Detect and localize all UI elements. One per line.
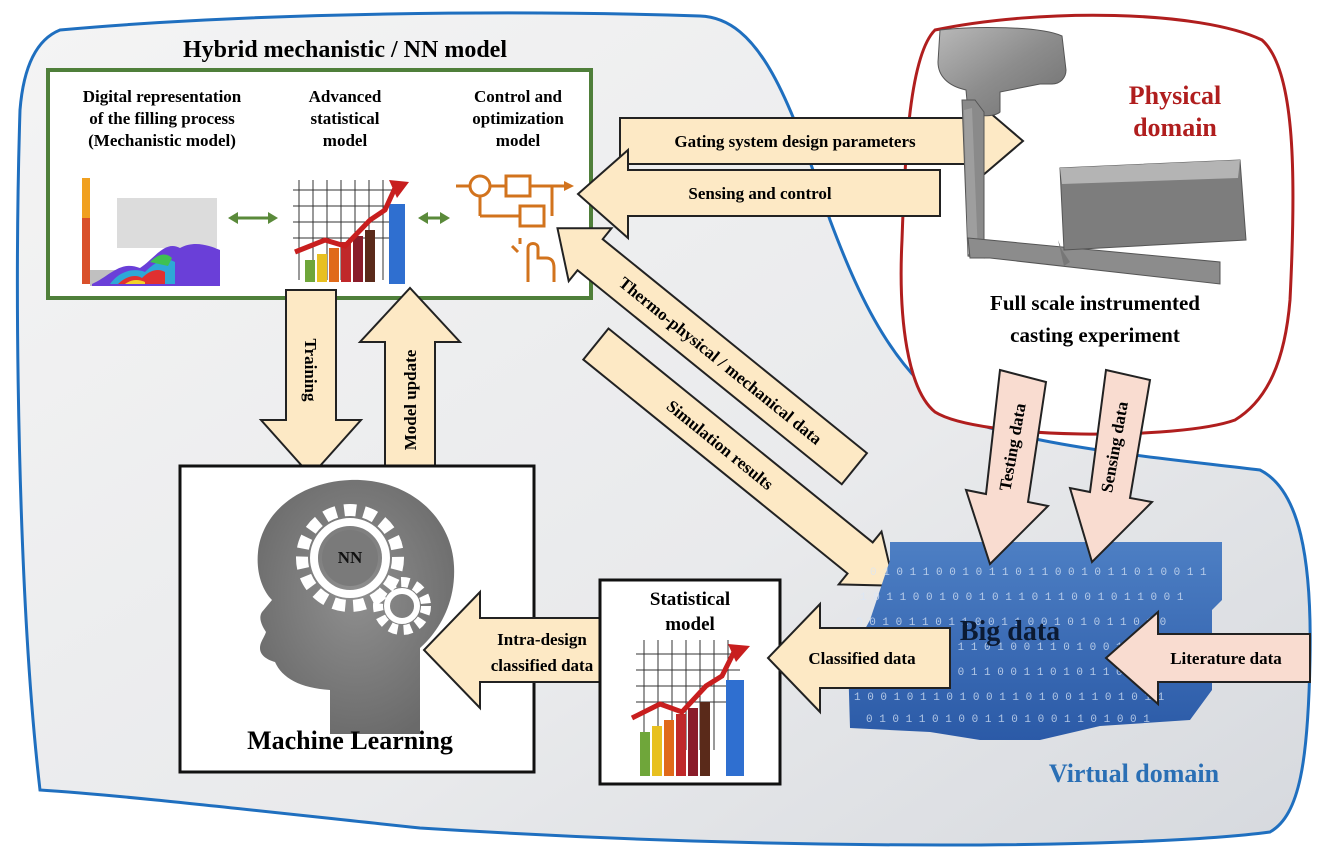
- svg-text:1 0 0 1 0 1 1 0 1 0 0 1 1 0 1: 1 0 0 1 0 1 1 0 1 0 0 1 1 0 1 0 0 1 1 0 …: [854, 692, 1165, 704]
- svg-text:Classified data: Classified data: [808, 649, 916, 668]
- physical-domain-label-line1: Physical: [1129, 81, 1221, 110]
- model-update-arrow: Model update: [357, 286, 463, 471]
- casting-part-image: [937, 27, 1247, 285]
- stat-model-label-line2: statistical: [311, 109, 380, 128]
- stat-box-chart-icon: [630, 640, 750, 776]
- control-loop-icon: [452, 160, 580, 288]
- training-arrow: Training: [258, 289, 364, 478]
- svg-text:Literature data: Literature data: [1170, 649, 1282, 668]
- head-gears-icon: [257, 479, 455, 734]
- literature-data-arrow: Literature data: [1104, 609, 1311, 707]
- virtual-domain-label: Virtual domain: [1049, 759, 1220, 788]
- hybrid-model-title: Hybrid mechanistic / NN model: [183, 37, 507, 63]
- physical-caption-line1: Full scale instrumented: [990, 291, 1200, 315]
- physical-caption-line2: casting experiment: [1010, 323, 1180, 347]
- classified-data-arrow: Classified data: [766, 601, 951, 715]
- svg-text:0 1 0 1 1 0 0 1 0 1 1 0 1 1: 0 1 0 1 1 0 0 1 0 1 1 0 1 1 0 0 1 0 1 1 …: [870, 567, 1207, 579]
- svg-text:Intra-design: Intra-design: [497, 630, 587, 649]
- sensing-control-arrow: Sensing and control: [576, 147, 941, 241]
- stat-box-label-line2: model: [665, 614, 715, 635]
- svg-text:0 0 1 0 1 1 0 1 1 0 0 1 1 0 0: 0 0 1 0 1 1 0 1 1 0 0 1 1 0 0 1 0 1 0 1 …: [856, 617, 1166, 629]
- control-model-label-line3: model: [496, 131, 541, 150]
- sensing-data-arrow: Sensing data: [1068, 368, 1155, 564]
- stat-box-label-line1: Statistical: [650, 589, 730, 610]
- link-arrow-mech-stat: [228, 212, 278, 224]
- svg-text:0 1 0 1 1 0 1 0 0 1 1 0 1 0 0: 0 1 0 1 1 0 1 0 0 1 1 0 1 0 0 1 1 0 1 0 …: [866, 714, 1150, 726]
- big-data-label: Big data: [960, 616, 1060, 647]
- testing-data-arrow: Testing data: [964, 368, 1051, 566]
- svg-text:Gating system design parameter: Gating system design parameters: [674, 132, 916, 151]
- mechanistic-label-line1: Digital representation: [83, 87, 242, 106]
- big-data-block: 0 1 0 1 1 0 0 1 0 1 1 0 1 1 0 0 1 0 1 1 …: [848, 542, 1222, 740]
- svg-text:1 0 1 1 0 0 1 0 0 1 0 1 1 0 1: 1 0 1 1 0 0 1 0 0 1 0 1 1 0 1 1 0 0 1 0 …: [860, 592, 1184, 604]
- filling-simulation-image: [80, 176, 222, 286]
- link-arrow-stat-control: [418, 212, 450, 224]
- intra-design-arrow: Intra-design classified data: [422, 589, 615, 711]
- stat-model-label-line1: Advanced: [309, 87, 382, 106]
- physical-domain-label-line2: domain: [1133, 113, 1217, 142]
- nn-label: NN: [338, 548, 363, 567]
- control-model-label-line2: optimization: [472, 109, 564, 128]
- machine-learning-label: Machine Learning: [247, 726, 453, 755]
- svg-text:Training: Training: [301, 339, 320, 402]
- mechanistic-label-line3: (Mechanistic model): [88, 131, 236, 150]
- svg-text:Model update: Model update: [401, 349, 420, 450]
- svg-text:classified data: classified data: [491, 656, 594, 675]
- svg-text:Sensing and control: Sensing and control: [688, 184, 832, 203]
- stat-model-label-line3: model: [323, 131, 368, 150]
- control-model-label-line1: Control and: [474, 87, 563, 106]
- stat-chart-icon: [285, 160, 413, 288]
- mechanistic-label-line2: of the filling process: [89, 109, 235, 128]
